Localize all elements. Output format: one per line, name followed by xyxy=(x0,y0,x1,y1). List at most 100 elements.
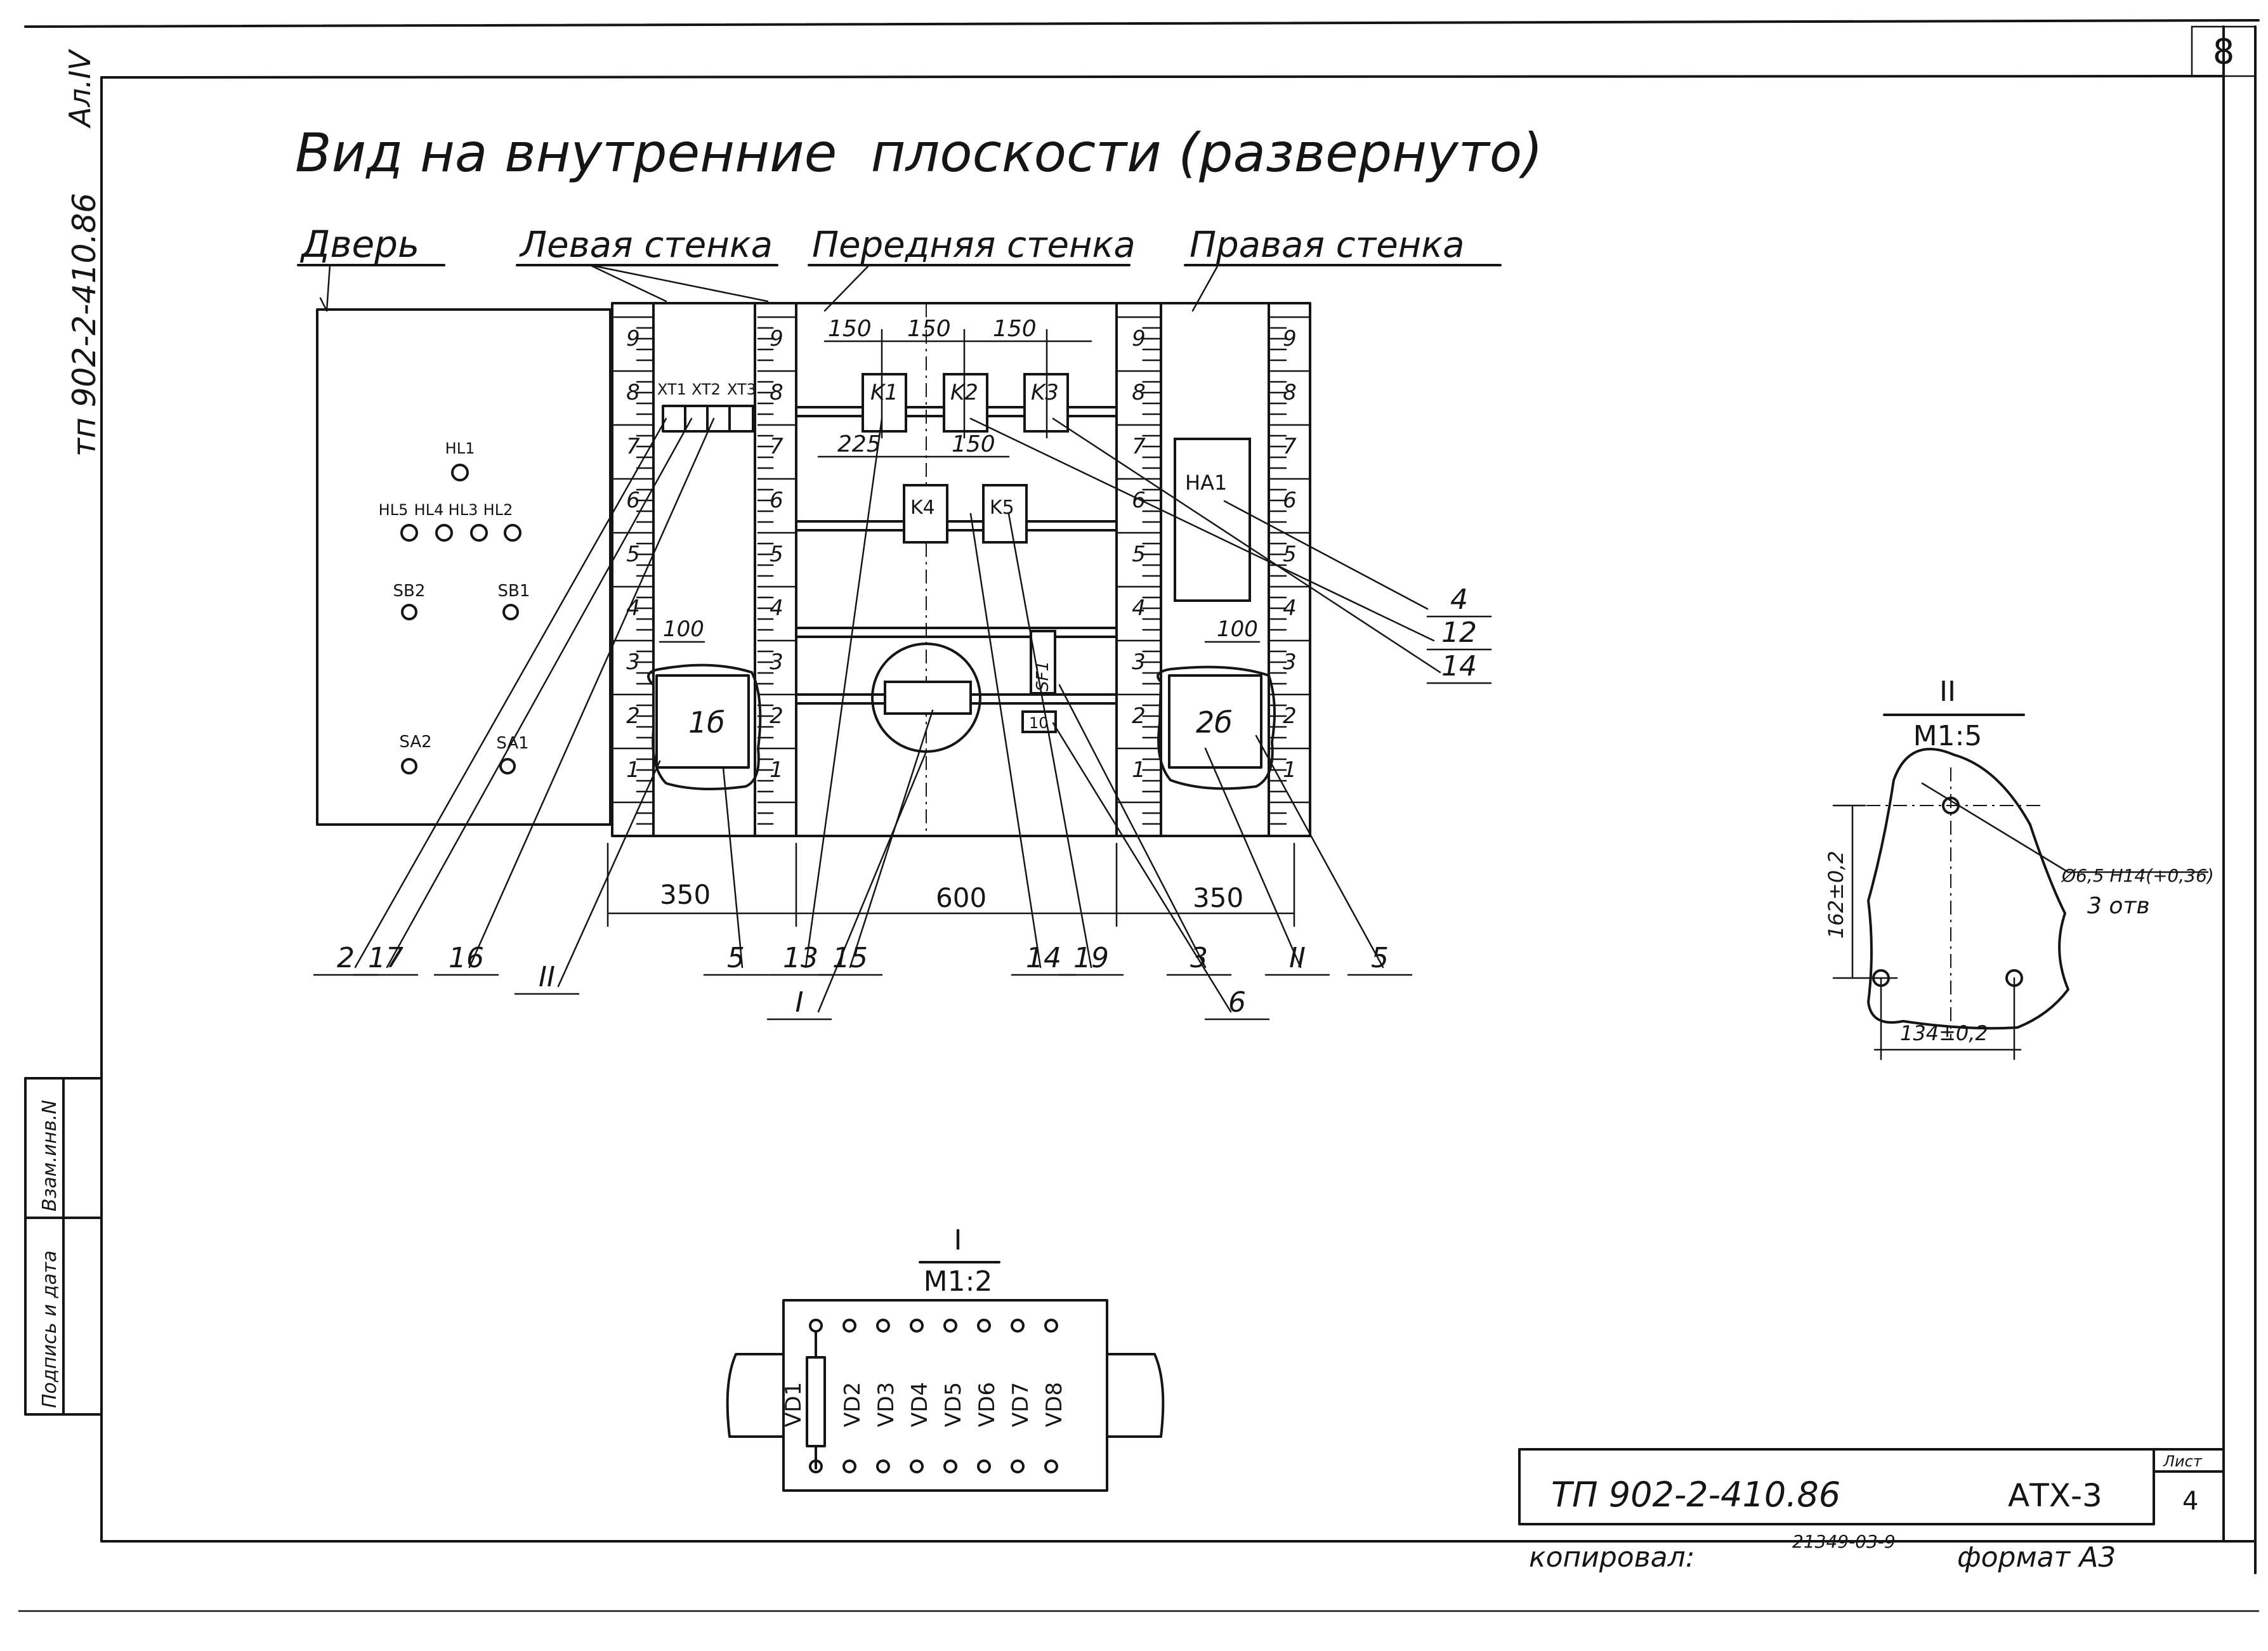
dim-600: 600 xyxy=(936,882,987,913)
section-ii-dim-v: 162±0,2 xyxy=(1824,851,1848,939)
switch-label: SA1 xyxy=(496,734,528,753)
board-hole-icon xyxy=(876,1459,890,1473)
board-hole-icon xyxy=(1011,1459,1025,1473)
ruler-label: 1 xyxy=(626,757,640,783)
relay-k4: K4 xyxy=(910,497,935,519)
dim-right-100: 100 xyxy=(1217,617,1258,642)
ruler-label: 9 xyxy=(770,326,783,351)
callout-c12: 12 xyxy=(1441,617,1477,649)
section-ii-detail xyxy=(1832,714,2209,1060)
callout-c17: 17 xyxy=(368,942,403,974)
section-ii-holes-count: 3 отв xyxy=(2087,893,2150,919)
copied-label: копировал: xyxy=(1529,1541,1695,1574)
callout-c3: 3 xyxy=(1190,942,1208,974)
ruler-label: 3 xyxy=(626,649,640,675)
heading-right-wall: Правая стенка xyxy=(1190,225,1464,266)
ruler-label: 9 xyxy=(1283,326,1297,351)
ruler-label: 1 xyxy=(1283,757,1297,783)
ruler-label: 9 xyxy=(1132,326,1146,351)
siren-label: HA1 xyxy=(1185,471,1227,495)
lamp-hl4-icon xyxy=(435,524,453,542)
diode-board-front xyxy=(871,643,981,753)
board-hole-icon xyxy=(842,1319,856,1333)
width-dimensions xyxy=(606,842,1295,927)
ruler-label: 2 xyxy=(1283,703,1297,729)
ruler-label: 3 xyxy=(1132,649,1146,675)
terminal-block xyxy=(662,405,754,433)
diode-vd3: VD3 xyxy=(874,1382,899,1427)
relay-k3: K3 xyxy=(1031,380,1059,405)
section-ii-hole: Ø6,5 Н14(+0,36) xyxy=(2061,865,2214,886)
side-stamp-1: Взам.инв.N xyxy=(39,1100,61,1211)
switch-sa2-icon xyxy=(401,758,417,774)
relays xyxy=(862,373,1069,544)
side-stamp xyxy=(24,1077,103,1416)
callout-c6: 6 xyxy=(1228,986,1246,1019)
switch-sa1-icon xyxy=(499,758,516,774)
button-label: SB2 xyxy=(393,582,426,601)
board-hole-icon xyxy=(943,1319,957,1333)
diode-vd8: VD8 xyxy=(1042,1382,1067,1427)
box-left-label: 1б xyxy=(688,705,725,740)
leader-lines xyxy=(354,417,1441,1013)
heading-left-wall: Левая стенка xyxy=(519,225,773,266)
ruler-label: 2 xyxy=(1132,703,1146,729)
lamp-label: HL2 xyxy=(483,501,513,519)
ruler-label: 5 xyxy=(1283,542,1297,567)
section-ii-dim-h: 134±0,2 xyxy=(1900,1021,1988,1045)
board-hole-icon xyxy=(842,1459,856,1473)
callout-cII-b: II xyxy=(1289,942,1306,974)
callout-c4: 4 xyxy=(1450,584,1468,616)
dim-225: 225 xyxy=(837,431,881,457)
dim-350-right: 350 xyxy=(1193,882,1243,913)
callout-c5-b: 5 xyxy=(1371,942,1389,974)
section-ii-scale: М1:5 xyxy=(1913,720,1983,752)
ruler-label: 6 xyxy=(1132,488,1146,513)
section-i-detail xyxy=(726,1261,1165,1492)
diode-vd1: VD1 xyxy=(781,1382,806,1427)
copy-number: 21349-03-9 xyxy=(1792,1531,1896,1552)
relay-k5: K5 xyxy=(990,497,1014,519)
ruler-label: 3 xyxy=(770,649,783,675)
callout-c16: 16 xyxy=(449,942,484,974)
ruler-label: 8 xyxy=(626,380,640,405)
dim-mid-150: 150 xyxy=(952,431,995,457)
button-sb2-icon xyxy=(401,604,417,620)
callout-c5-a: 5 xyxy=(727,942,745,974)
title-code: ТП 902-2-410.86 xyxy=(1551,1475,1840,1515)
board-hole-icon xyxy=(977,1459,991,1473)
dim-350-left: 350 xyxy=(660,879,711,910)
board-hole-icon xyxy=(809,1319,823,1333)
switch-label: SA2 xyxy=(399,733,431,752)
small-part xyxy=(1021,710,1057,733)
callout-c14-b: 14 xyxy=(1441,650,1477,682)
callout-c13: 13 xyxy=(783,942,818,974)
callout-cI: I xyxy=(796,986,804,1019)
callout-c15: 15 xyxy=(832,942,868,974)
side-code: тп 902-2-410.86 xyxy=(66,193,103,457)
lamp-hl3-icon xyxy=(470,524,488,542)
section-ii-title: II xyxy=(1939,675,1956,708)
door-panel xyxy=(316,308,612,826)
button-sb1-icon xyxy=(502,604,519,620)
ruler-label: 6 xyxy=(770,488,783,513)
lamp-label: HL5 xyxy=(379,501,409,519)
board-hole-icon xyxy=(910,1319,924,1333)
title-mark: АТХ-3 xyxy=(2008,1477,2102,1514)
diode-vd6: VD6 xyxy=(974,1382,1000,1427)
ruler-label: 9 xyxy=(626,326,640,351)
board-hole-icon xyxy=(809,1459,823,1473)
dim-top-150-3: 150 xyxy=(993,316,1037,342)
heading-door: Дверь xyxy=(299,223,419,266)
terminal-xt3: XT3 xyxy=(727,381,756,398)
diode-vd4: VD4 xyxy=(907,1382,933,1427)
callout-c19: 19 xyxy=(1073,942,1109,974)
lamp-label: HL4 xyxy=(414,501,444,519)
ruler-label: 4 xyxy=(626,596,640,621)
callout-c14-a: 14 xyxy=(1026,942,1061,974)
ruler-label: 6 xyxy=(626,488,640,513)
callout-cII-a: II xyxy=(539,961,555,993)
